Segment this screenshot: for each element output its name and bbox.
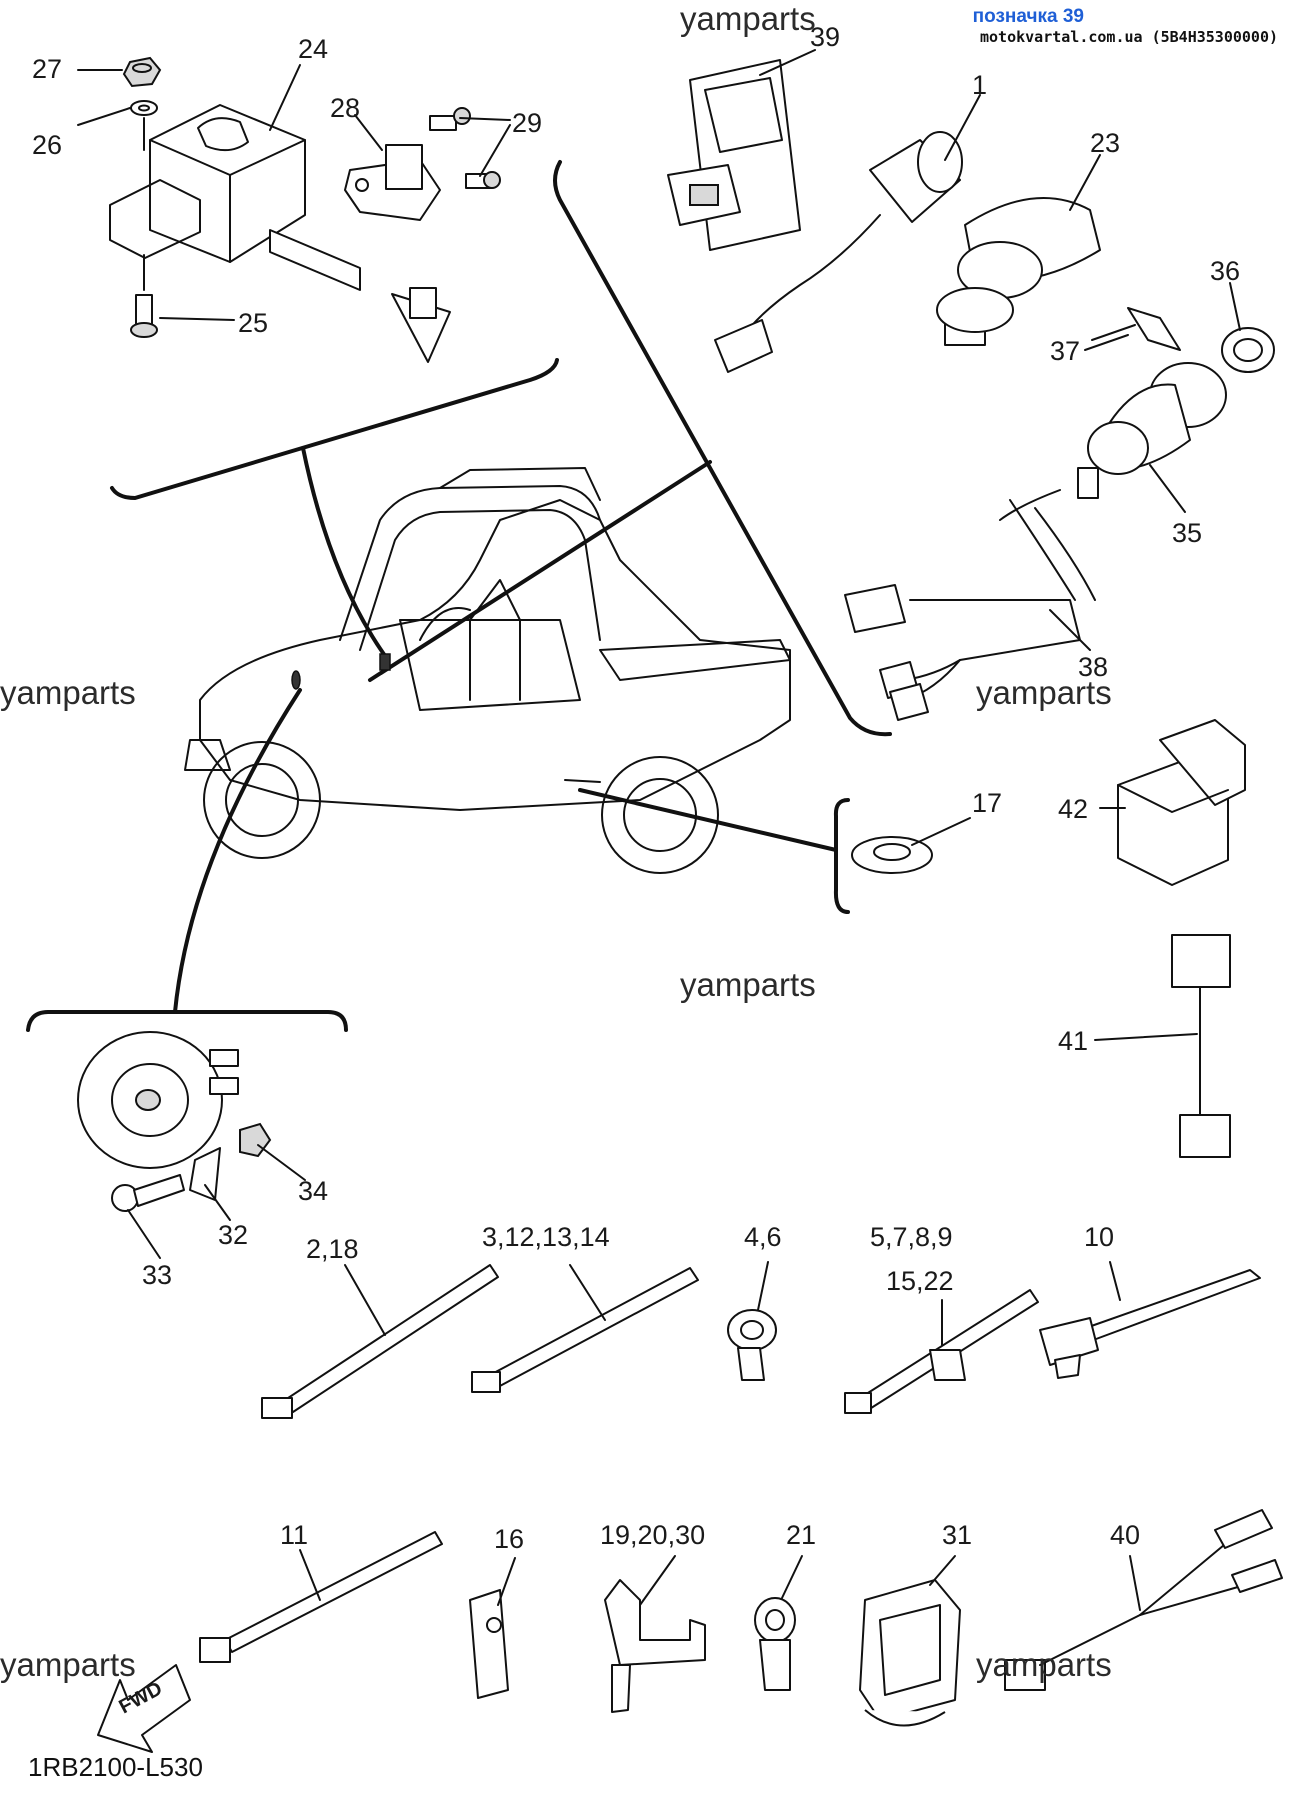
callout-31: 31	[942, 1520, 973, 1550]
part-29-screws	[429, 107, 501, 189]
callout-17: 17	[972, 788, 1003, 818]
callout-19-20-30: 19,20,30	[600, 1520, 706, 1550]
callout-21: 21	[786, 1520, 817, 1550]
part-27-nut	[122, 56, 162, 88]
callout-15-22: 15,22	[886, 1266, 954, 1296]
callout-32: 32	[218, 1220, 249, 1250]
callout-36: 36	[1210, 256, 1241, 286]
vehicle-outline	[184, 467, 791, 874]
callout-25: 25	[238, 308, 269, 338]
callout-39: 39	[810, 22, 841, 52]
callout-29: 29	[512, 108, 543, 138]
watermark-text: yamparts	[976, 674, 1112, 711]
diagram-code: 1RB2100-L530	[28, 1752, 203, 1782]
callout-27: 27	[32, 54, 63, 84]
callout-41: 41	[1058, 1026, 1089, 1056]
callout-23: 23	[1090, 128, 1121, 158]
callout-28: 28	[330, 93, 361, 123]
callout-26: 26	[32, 130, 63, 160]
callout-33: 33	[142, 1260, 173, 1290]
callout-3-12-13-14: 3,12,13,14	[482, 1222, 610, 1252]
part-38-lead-harness	[844, 499, 1096, 721]
part-41-relay-lead	[1171, 934, 1231, 1158]
callout-34: 34	[298, 1176, 329, 1206]
part-25-bolt	[130, 254, 158, 338]
bracket-top-left	[110, 358, 559, 662]
part-33-bolt	[111, 1174, 185, 1212]
part-3-14-cable-tie	[471, 1267, 699, 1393]
callout-11: 11	[280, 1520, 309, 1550]
part-42-relay	[1117, 719, 1246, 886]
callout-42: 42	[1058, 794, 1089, 824]
callout-2-18: 2,18	[306, 1234, 359, 1264]
part-19-20-30-clamp	[604, 1579, 706, 1713]
part-16-clip	[469, 1589, 509, 1699]
fwd-arrow	[97, 1664, 191, 1753]
diagram-title: позначка 39	[972, 6, 1084, 27]
callout-37: 37	[1050, 336, 1081, 366]
watermark-text: yamparts	[680, 966, 816, 1003]
part-32-horn	[77, 1031, 239, 1201]
part-36-nut	[1221, 327, 1275, 373]
site-reference: motokvartal.com.ua (5B4H35300000)	[979, 28, 1278, 46]
part-10-tie-clip	[1039, 1269, 1261, 1379]
callout-10: 10	[1084, 1222, 1115, 1252]
callout-40: 40	[1110, 1520, 1141, 1550]
watermark-text: yamparts	[0, 1646, 136, 1683]
part-23-switch	[936, 197, 1101, 346]
part-37-label	[1091, 307, 1181, 351]
part-11-cable-tie	[199, 1531, 443, 1663]
part-17-grommet	[851, 836, 933, 874]
part-2-18-cable-tie	[261, 1264, 499, 1419]
bracket-horn	[26, 688, 348, 1032]
part-5-9-tie-clip	[844, 1289, 1039, 1414]
callout-35: 35	[1172, 518, 1203, 548]
watermark-text: yamparts	[0, 674, 136, 711]
callout-1: 1	[972, 70, 988, 100]
callout-16: 16	[494, 1524, 525, 1554]
callout-4-6: 4,6	[744, 1222, 782, 1252]
part-40-lead	[1004, 1509, 1283, 1691]
callout-38: 38	[1078, 652, 1109, 682]
bracket-grommet	[578, 788, 850, 914]
callout-5-7-8-9: 5,7,8,9	[870, 1222, 953, 1252]
part-28-sensor	[344, 144, 441, 221]
part-31-holder	[859, 1579, 961, 1727]
leader-lines	[77, 49, 1241, 1611]
part-21-clamp	[754, 1597, 796, 1691]
part-39-switch-panel	[667, 59, 801, 251]
part-24-starter-relay	[109, 104, 451, 363]
part-4-6-clamp	[727, 1309, 777, 1381]
watermark-text: yamparts	[680, 0, 816, 37]
part-35-main-switch	[999, 362, 1227, 521]
callout-24: 24	[298, 34, 329, 64]
watermark-text: yamparts	[976, 1646, 1112, 1683]
bracket-top-right	[368, 160, 892, 737]
